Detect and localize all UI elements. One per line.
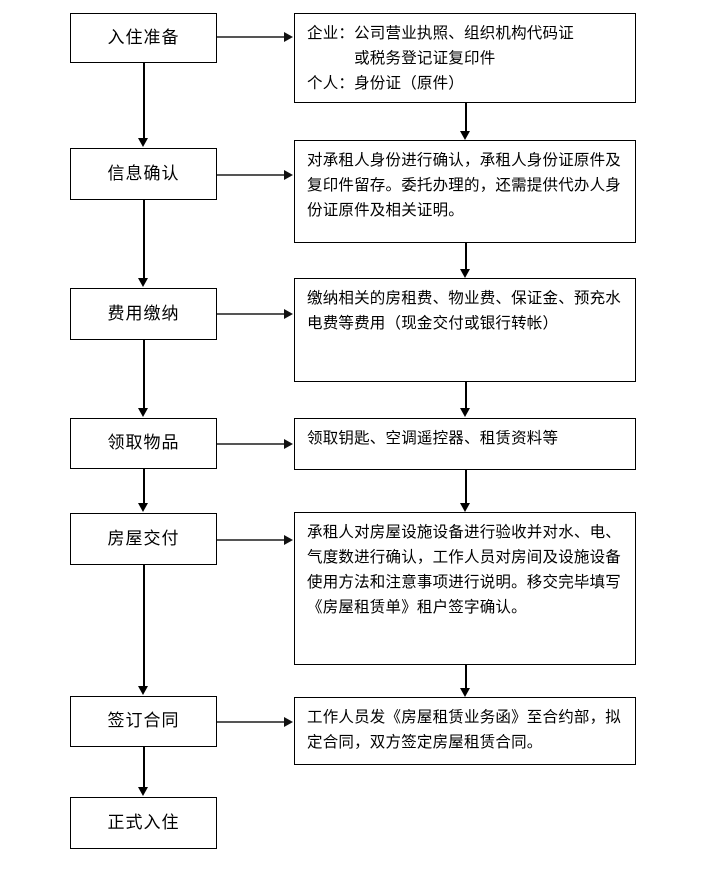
connector-stage3-to-stage4 xyxy=(143,340,145,410)
arrowhead-detail5-to-detail6 xyxy=(459,688,470,697)
stage-box-lingquwupin[interactable]: 领取物品 xyxy=(70,418,217,469)
stage-label: 领取物品 xyxy=(107,433,180,453)
detail-box-xinxiqueren: 对承租人身份进行确认，承租人身份证原件及复印件留存。委托办理的，还需提供代办人身… xyxy=(294,140,636,243)
arrowhead-stage3-to-detail3 xyxy=(284,308,293,319)
connector-stage3-to-detail3 xyxy=(217,313,285,315)
arrowhead-stage4-to-stage5 xyxy=(137,503,148,512)
connector-stage4-to-detail4 xyxy=(217,443,285,445)
arrowhead-stage1-to-detail1 xyxy=(284,31,293,42)
detail-box-ruzhuzhunbei: 企业：公司营业执照、组织机构代码证 或税务登记证复印件 个人：身份证（原件） xyxy=(294,13,636,103)
connector-detail4-to-detail5 xyxy=(465,470,467,504)
detail-box-fangwujiaofu: 承租人对房屋设施设备进行验收并对水、电、气度数进行确认，工作人员对房间及设施设备… xyxy=(294,512,636,665)
stage-label: 入住准备 xyxy=(107,27,180,47)
stage-label: 房屋交付 xyxy=(107,528,180,548)
connector-stage6-to-detail6 xyxy=(217,721,285,723)
arrowhead-stage2-to-detail2 xyxy=(284,169,293,180)
connector-stage2-to-stage3 xyxy=(143,200,145,279)
connector-detail1-to-detail2 xyxy=(465,103,467,133)
stage-label: 信息确认 xyxy=(107,163,180,183)
detail-box-lingquwupin: 领取钥匙、空调遥控器、租赁资料等 xyxy=(294,418,636,470)
arrowhead-stage5-to-stage6 xyxy=(137,686,148,695)
arrowhead-stage5-to-detail5 xyxy=(284,534,293,545)
stage-label: 费用缴纳 xyxy=(107,303,180,323)
connector-detail2-to-detail3 xyxy=(465,243,467,271)
stage-label: 签订合同 xyxy=(107,711,180,731)
connector-stage1-to-detail1 xyxy=(217,36,285,38)
connector-stage5-to-stage6 xyxy=(143,565,145,687)
connector-stage6-to-stage7 xyxy=(143,747,145,788)
detail-text: 领取钥匙、空调遥控器、租赁资料等 xyxy=(307,430,559,447)
arrowhead-stage6-to-stage7 xyxy=(137,787,148,796)
detail-text: 企业：公司营业执照、组织机构代码证 或税务登记证复印件 个人：身份证（原件） xyxy=(307,25,574,92)
detail-text: 承租人对房屋设施设备进行验收并对水、电、气度数进行确认，工作人员对房间及设施设备… xyxy=(307,524,622,616)
connector-detail5-to-detail6 xyxy=(465,665,467,689)
arrowhead-stage4-to-detail4 xyxy=(284,438,293,449)
detail-box-qiandinghetong: 工作人员发《房屋租赁业务函》至合约部，拟定合同，双方签定房屋租赁合同。 xyxy=(294,697,636,765)
connector-stage2-to-detail2 xyxy=(217,174,285,176)
arrowhead-stage6-to-detail6 xyxy=(284,716,293,727)
arrowhead-detail3-to-detail4 xyxy=(459,408,470,417)
stage-box-zhengshiruzhu[interactable]: 正式入住 xyxy=(70,797,217,849)
detail-text: 工作人员发《房屋租赁业务函》至合约部，拟定合同，双方签定房屋租赁合同。 xyxy=(307,709,622,751)
stage-box-feiyongjiaona[interactable]: 费用缴纳 xyxy=(70,288,217,340)
stage-box-ruzhuzhunbei[interactable]: 入住准备 xyxy=(70,13,217,63)
arrowhead-stage3-to-stage4 xyxy=(137,408,148,417)
connector-stage5-to-detail5 xyxy=(217,539,285,541)
arrowhead-stage2-to-stage3 xyxy=(137,278,148,287)
stage-label: 正式入住 xyxy=(107,812,180,832)
detail-text: 对承租人身份进行确认，承租人身份证原件及复印件留存。委托办理的，还需提供代办人身… xyxy=(307,152,622,219)
stage-box-xinxiqueren[interactable]: 信息确认 xyxy=(70,148,217,200)
detail-box-feiyongjiaona: 缴纳相关的房租费、物业费、保证金、预充水电费等费用（现金交付或银行转帐） xyxy=(294,278,636,382)
detail-text: 缴纳相关的房租费、物业费、保证金、预充水电费等费用（现金交付或银行转帐） xyxy=(307,290,622,332)
arrowhead-detail2-to-detail3 xyxy=(459,269,470,278)
arrowhead-detail4-to-detail5 xyxy=(459,503,470,512)
arrowhead-detail1-to-detail2 xyxy=(459,131,470,140)
connector-detail3-to-detail4 xyxy=(465,382,467,410)
connector-stage4-to-stage5 xyxy=(143,469,145,504)
stage-box-qiandinghetong[interactable]: 签订合同 xyxy=(70,696,217,747)
connector-stage1-to-stage2 xyxy=(143,63,145,139)
arrowhead-stage1-to-stage2 xyxy=(137,138,148,147)
stage-box-fangwujiaofu[interactable]: 房屋交付 xyxy=(70,513,217,565)
